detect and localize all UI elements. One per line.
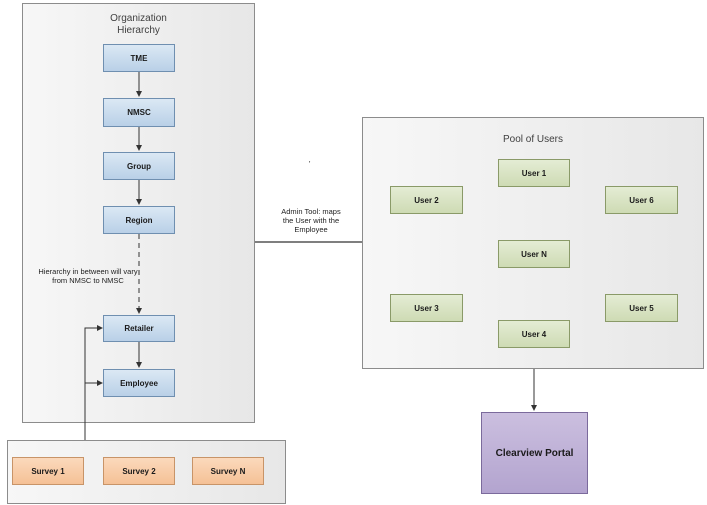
survey-n: Survey N (192, 457, 264, 485)
admin-note-line-3: Employee (294, 225, 328, 234)
clearview-portal: Clearview Portal (481, 412, 588, 494)
node-employee: Employee (103, 369, 175, 397)
stray-mark: ' (309, 159, 311, 168)
node-nmsc: NMSC (103, 98, 175, 127)
user-6: User 6 (605, 186, 678, 214)
node-region: Region (103, 206, 175, 234)
admin-tool-note: Admin Tool: maps the User with the Emplo… (270, 207, 352, 234)
pool-of-users-title: Pool of Users (502, 134, 564, 145)
node-group: Group (103, 152, 175, 180)
user-3: User 3 (390, 294, 463, 322)
user-4: User 4 (498, 320, 570, 348)
org-title-line-1: Organization (110, 13, 167, 24)
admin-note-line-2: the User with the (282, 216, 340, 225)
hierarchy-note-line-2: from NMSC to NMSC (52, 276, 124, 285)
org-title-line-2: Hierarchy (117, 25, 160, 36)
user-2: User 2 (390, 186, 463, 214)
node-retailer: Retailer (103, 315, 175, 342)
surveys-to-retailer-connector (84, 325, 103, 440)
survey-2: Survey 2 (103, 457, 175, 485)
survey-1: Survey 1 (12, 457, 84, 485)
user-n: User N (498, 240, 570, 268)
organization-hierarchy-title: Organization Hierarchy (23, 13, 254, 37)
user-1: User 1 (498, 159, 570, 187)
hierarchy-note-line-1: Hierarchy in between will vary (38, 267, 138, 276)
hierarchy-note: Hierarchy in between will vary from NMSC… (28, 267, 148, 285)
admin-note-line-1: Admin Tool: maps (281, 207, 341, 216)
user-5: User 5 (605, 294, 678, 322)
node-tme: TME (103, 44, 175, 72)
